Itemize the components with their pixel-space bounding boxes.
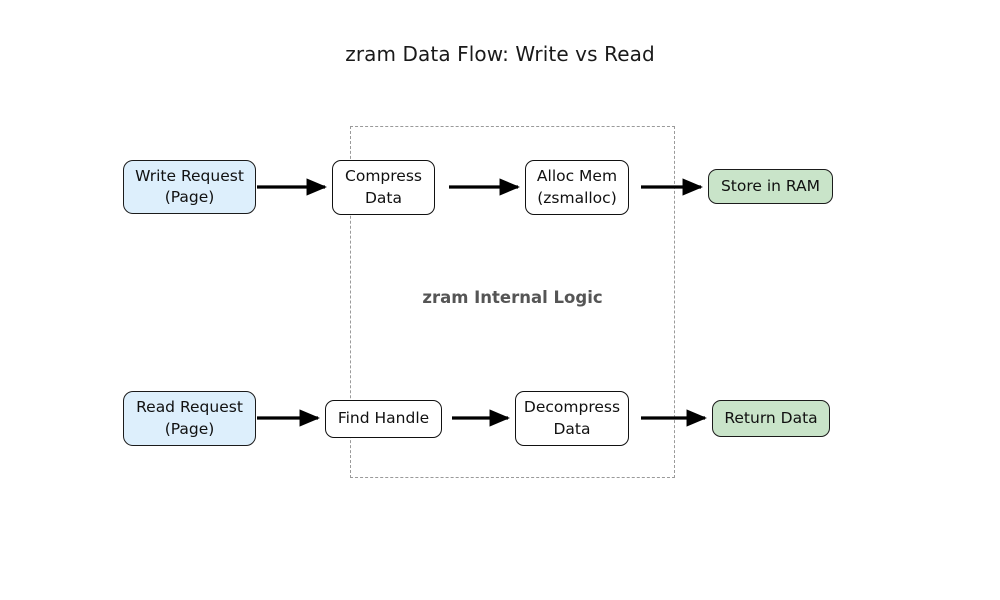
node-write-request[interactable]: Write Request (Page)	[123, 160, 256, 214]
zram-internal-logic-group	[350, 126, 675, 478]
zram-internal-logic-label: zram Internal Logic	[422, 288, 603, 307]
diagram-title: zram Data Flow: Write vs Read	[345, 42, 655, 66]
node-store-in-ram[interactable]: Store in RAM	[708, 169, 833, 204]
node-return-data[interactable]: Return Data	[712, 400, 830, 437]
node-compress-data[interactable]: Compress Data	[332, 160, 435, 215]
node-find-handle[interactable]: Find Handle	[325, 400, 442, 438]
node-alloc-mem-zsmalloc[interactable]: Alloc Mem (zsmalloc)	[525, 160, 629, 215]
node-decompress-data[interactable]: Decompress Data	[515, 391, 629, 446]
node-read-request[interactable]: Read Request (Page)	[123, 391, 256, 446]
